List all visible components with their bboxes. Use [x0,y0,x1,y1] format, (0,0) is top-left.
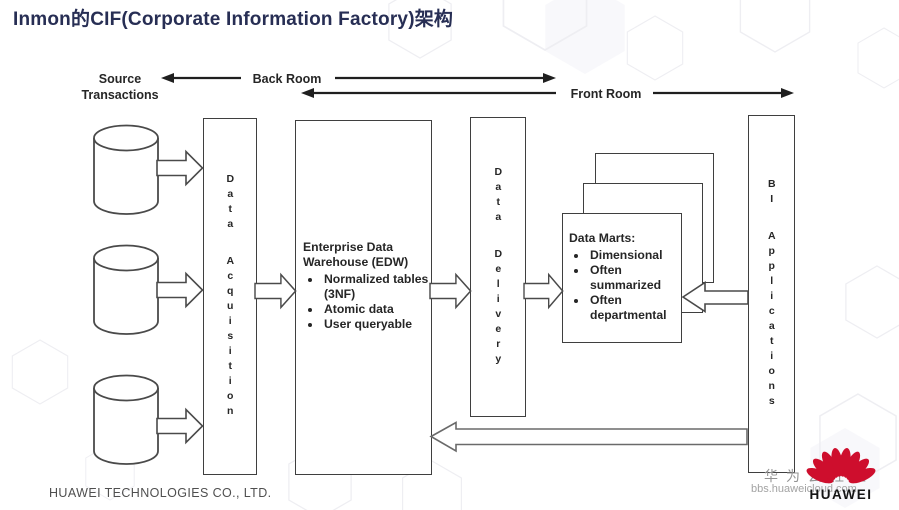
front-room-left-arrow [301,88,556,98]
data-marts-heading: Data Marts: [569,231,636,245]
edw-text: Enterprise Data Warehouse (EDW) Normaliz… [303,240,430,332]
data-marts-bullet-list: Dimensional Often summarized Often depar… [569,248,679,323]
acquisition-to-edw-arrow [254,272,297,310]
bi-to-edw-return-arrow [429,421,748,453]
bi-applications-label: BI Applications [765,178,778,410]
edw-bullet: User queryable [322,317,430,332]
huawei-wordmark: HUAWEI [809,487,873,502]
source2-to-acquisition-arrow [156,271,204,309]
data-mart-box-front [562,213,682,343]
front-room-right-arrow [653,88,794,98]
bi-to-datamarts-arrow [681,281,749,313]
source-database-cylinder [93,244,159,335]
source3-to-acquisition-arrow [156,407,204,445]
page-title: Inmon的CIF(Corporate Information Factory)… [13,9,454,30]
back-room-left-arrow [161,73,241,83]
edw-box [295,120,432,475]
edw-to-delivery-arrow [429,272,472,310]
huawei-flower-logo-icon [806,447,876,484]
company-footer-text: HUAWEI TECHNOLOGIES CO., LTD. [49,486,272,500]
edw-bullet: Atomic data [322,302,430,317]
bi-applications-box: BI Applications [748,115,795,473]
back-room-label: Back Room [252,72,322,86]
source1-to-acquisition-arrow [156,149,204,187]
data-acquisition-label: Data Acquisition [224,173,237,420]
delivery-to-datamarts-arrow [523,272,564,310]
community-watermark-url: bbs.huaweicloud.com [751,483,857,495]
data-marts-bullet: Dimensional [588,248,679,263]
data-marts-bullet: Often summarized [588,263,679,293]
source-transactions-label: Source Transactions [77,71,163,103]
source-database-cylinder [93,374,159,465]
edw-bullet-list: Normalized tables (3NF) Atomic data User… [303,272,430,332]
edw-bullet: Normalized tables (3NF) [322,272,430,302]
back-room-right-arrow [335,73,556,83]
data-acquisition-box: Data Acquisition [203,118,257,475]
source-label-line1: Source [98,72,142,86]
edw-heading-line1: Enterprise Data [303,240,394,254]
source-database-cylinder [93,124,159,215]
data-delivery-box: Data Delivery [470,117,526,417]
data-marts-text: Data Marts: Dimensional Often summarized… [569,231,679,323]
data-marts-bullet: Often departmental [588,293,679,323]
data-delivery-label: Data Delivery [492,166,505,368]
front-room-label: Front Room [570,87,642,101]
edw-heading-line2: Warehouse (EDW) [303,255,409,269]
source-label-line2: Transactions [81,88,159,102]
